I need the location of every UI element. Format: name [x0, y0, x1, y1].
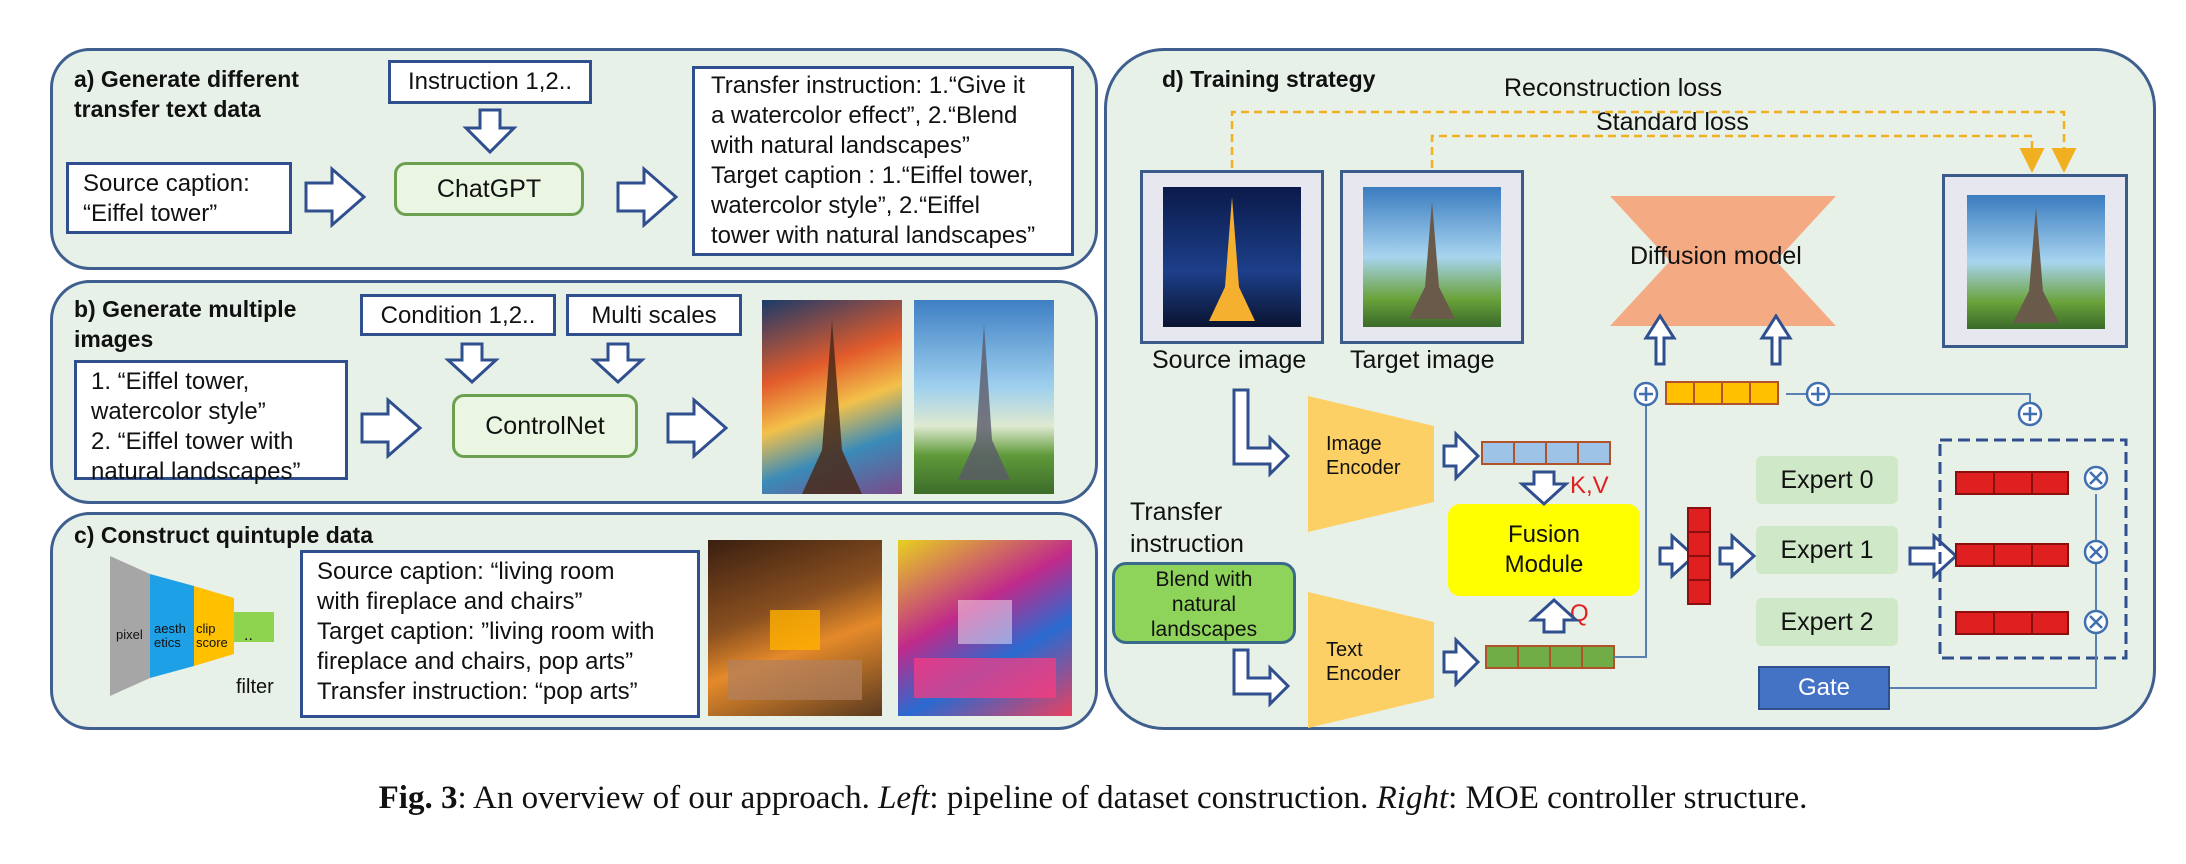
figure-caption: Fig. 3: An overview of our approach. Lef… — [0, 780, 2186, 817]
funnel-aesthetics-label: aesth etics — [154, 621, 186, 650]
fusion-module-box: Fusion Module — [1448, 504, 1640, 596]
target-image-label: Target image — [1350, 346, 1495, 374]
panel-a-title: a) Generate different transfer text data — [74, 66, 299, 122]
text-token-bar — [1485, 645, 1615, 669]
text-encoder-label: Text Encoder — [1326, 639, 1401, 685]
caption-text-1: : An overview of our approach. — [457, 780, 879, 816]
expert-1-box: Expert 1 — [1756, 526, 1898, 574]
condition-box: Condition 1,2.. — [360, 294, 556, 336]
target-eiffel-image — [1363, 187, 1501, 327]
living-room-source-image — [708, 540, 882, 716]
panel-c-title: c) Construct quintuple data — [74, 522, 373, 548]
filter-funnel — [110, 556, 274, 696]
multi-scales-box: Multi scales — [566, 294, 742, 336]
instruction-text-box: Blend with natural landscapes — [1112, 562, 1296, 644]
output-eiffel-image — [1967, 195, 2105, 329]
funnel-pixel-label: pixel — [116, 627, 143, 642]
source-image-label: Source image — [1152, 346, 1307, 374]
quintuple-text-box: Source caption: “living room with firepl… — [300, 550, 700, 718]
funnel-dots-label: .. — [244, 627, 253, 644]
living-room-popart-image — [898, 540, 1072, 716]
gate-box: Gate — [1758, 666, 1890, 710]
target-image-frame — [1340, 170, 1524, 344]
source-image-frame — [1140, 170, 1324, 344]
moe-dashed-box — [1938, 438, 2128, 660]
expert-output-bars — [1955, 471, 2069, 635]
instruction-box: Instruction 1,2.. — [388, 60, 592, 104]
landscape-eiffel-image — [914, 300, 1054, 494]
panel-d-title: d) Training strategy — [1162, 66, 1376, 92]
caption-left: Left — [878, 780, 930, 816]
reconstruction-loss-label: Reconstruction loss — [1504, 74, 1723, 102]
fused-token-column — [1687, 507, 1711, 605]
source-caption-box: Source caption: “Eiffel tower” — [66, 162, 292, 234]
transfer-instruction-label: Transfer instruction — [1130, 498, 1244, 558]
output-image-frame — [1942, 174, 2128, 348]
caption-right: Right — [1376, 780, 1449, 816]
funnel-clip-label: clip score — [196, 621, 228, 650]
block-arrows — [304, 108, 1959, 688]
diffusion-token-bar — [1665, 381, 1779, 405]
caption-text-3: : MOE controller structure. — [1448, 780, 1808, 816]
watercolor-eiffel-image — [762, 300, 902, 494]
panel-b-title: b) Generate multiple images — [74, 296, 297, 352]
image-encoder-shape — [1308, 396, 1434, 532]
expert-2-box: Expert 2 — [1756, 598, 1898, 646]
kv-label: K,V — [1570, 472, 1609, 499]
prompts-box: 1. “Eiffel tower, watercolor style” 2. “… — [74, 360, 348, 485]
image-token-bar — [1481, 441, 1611, 465]
caption-fig-number: Fig. 3 — [378, 780, 458, 816]
chatgpt-box: ChatGPT — [394, 162, 584, 216]
controlnet-box: ControlNet — [452, 394, 638, 458]
source-eiffel-image — [1163, 187, 1301, 327]
image-encoder-label: Image Encoder — [1326, 433, 1401, 479]
transfer-output-box: Transfer instruction: 1.“Give it a water… — [692, 66, 1074, 256]
caption-text-2: : pipeline of dataset construction. — [929, 780, 1377, 816]
text-encoder-shape — [1308, 592, 1434, 728]
diffusion-model-shape — [1610, 196, 1836, 326]
filter-label: filter — [236, 676, 274, 698]
diffusion-model-label: Diffusion model — [1630, 242, 1802, 270]
expert-0-box: Expert 0 — [1756, 456, 1898, 504]
